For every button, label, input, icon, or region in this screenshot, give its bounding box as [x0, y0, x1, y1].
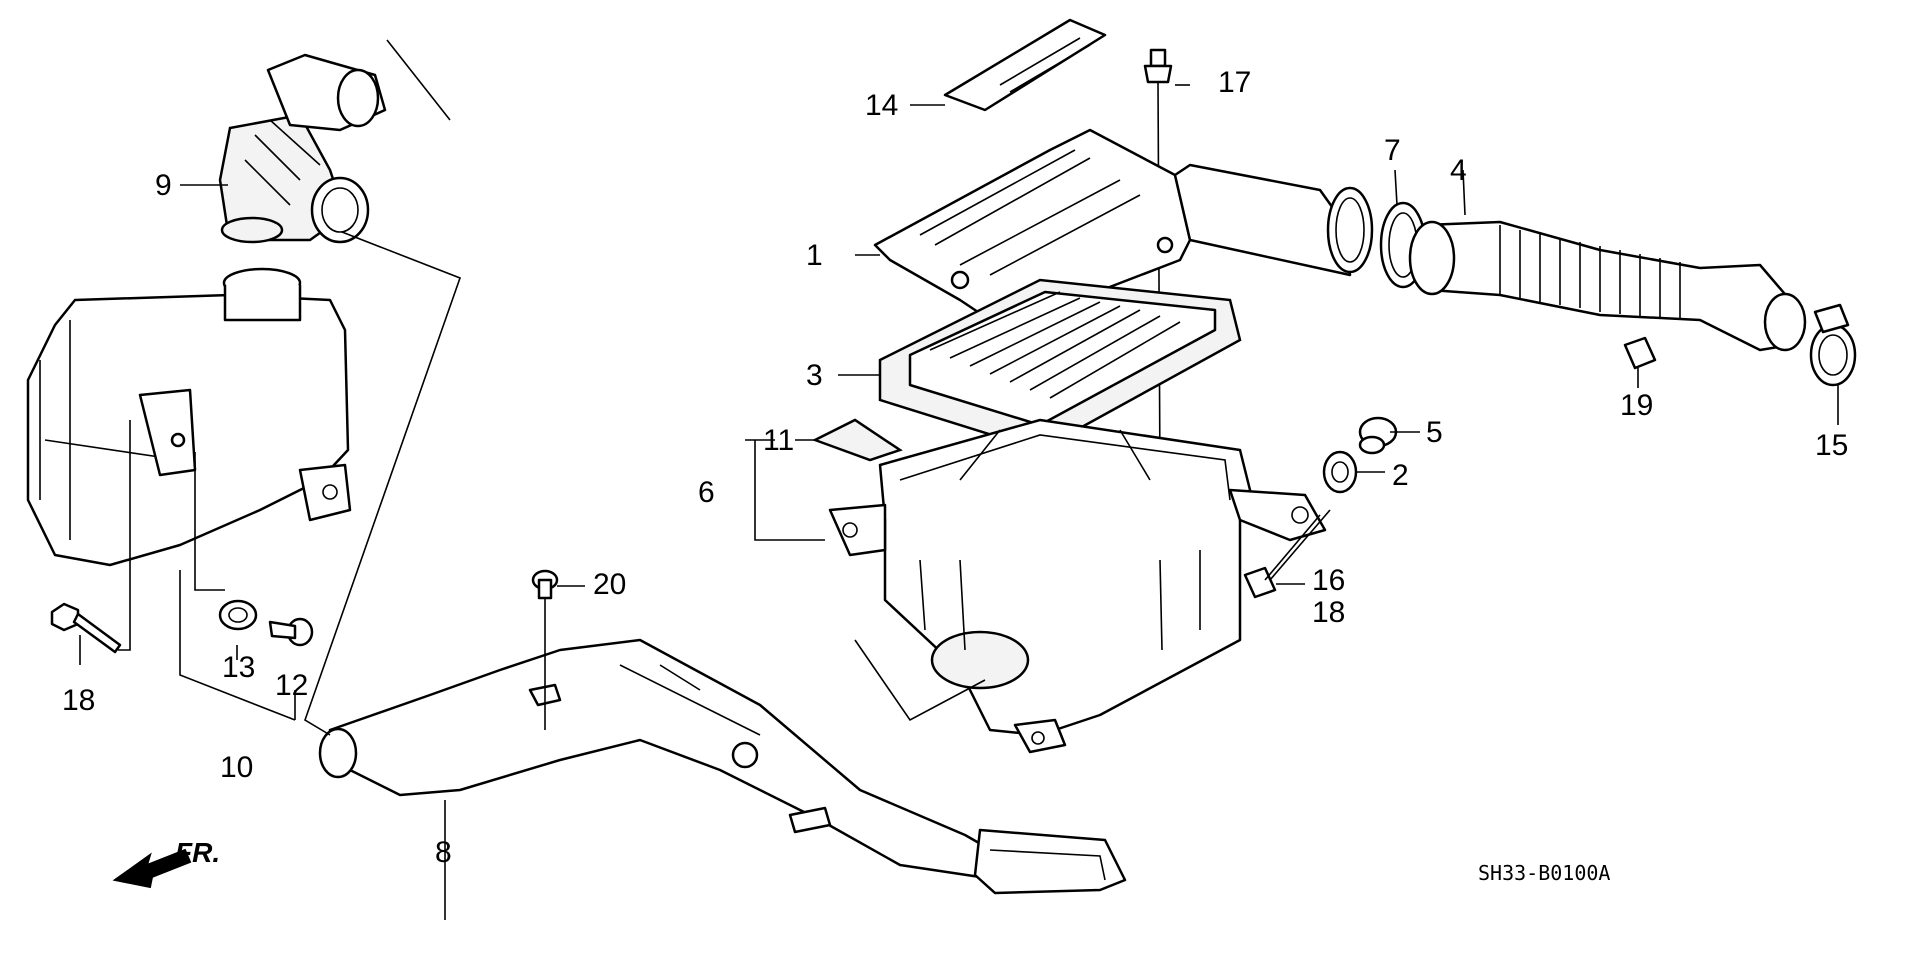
part-19-clamp[interactable]	[1623, 336, 1657, 370]
callout-7: 7	[1384, 134, 1401, 167]
part-15-hose-clamp[interactable]	[1809, 303, 1857, 387]
part-20-bolt[interactable]	[531, 569, 559, 730]
leader-lines	[79, 39, 1839, 920]
part-9-intake-elbow[interactable]	[218, 53, 387, 244]
part-16-bolt[interactable]	[1243, 514, 1321, 599]
callout-10: 10	[220, 751, 253, 784]
callout-18-left: 18	[62, 684, 95, 717]
callout-18-right: 18	[1312, 596, 1345, 629]
callout-6: 6	[698, 476, 715, 509]
callout-5: 5	[1426, 416, 1443, 449]
part-13-grommet[interactable]	[218, 599, 258, 631]
callout-1: 1	[806, 239, 823, 272]
callout-4: 4	[1450, 154, 1467, 187]
part-11-seal[interactable]	[811, 418, 903, 462]
front-direction-arrow: FR.	[112, 837, 220, 889]
part-17-bolt[interactable]	[1143, 48, 1173, 481]
arrow-left-icon	[112, 848, 192, 889]
drawing-code: SH33-B0100A	[1478, 861, 1610, 885]
part-12-bolt[interactable]	[268, 617, 314, 647]
part-18-bolt-left[interactable]	[50, 602, 122, 654]
callout-labels: 1 2 3 4 5 6 7 8 9 10 11 12 13 14 15 16 1…	[62, 66, 1848, 869]
callout-12: 12	[275, 669, 308, 702]
callout-16: 16	[1312, 564, 1345, 597]
callout-14: 14	[865, 89, 898, 122]
callout-2: 2	[1392, 459, 1409, 492]
part-6-cleaner-case[interactable]	[828, 418, 1327, 754]
part-10-resonator[interactable]	[26, 267, 352, 567]
callout-3: 3	[806, 359, 823, 392]
callout-17: 17	[1218, 66, 1251, 99]
direction-label: FR.	[175, 837, 220, 868]
callout-20: 20	[593, 568, 626, 601]
part-14-label[interactable]	[943, 18, 1107, 112]
callout-15: 15	[1815, 429, 1848, 462]
part-1-cleaner-cover[interactable]	[873, 128, 1374, 322]
part-3-filter-element[interactable]	[878, 278, 1242, 452]
callout-19: 19	[1620, 389, 1653, 422]
part-5-grommet[interactable]	[1358, 416, 1398, 455]
callout-9: 9	[155, 169, 172, 202]
callout-8: 8	[435, 836, 452, 869]
callout-13: 13	[222, 651, 255, 684]
part-4-flex-tube[interactable]	[1408, 220, 1807, 352]
callout-11: 11	[763, 424, 794, 457]
part-2-grommet[interactable]	[1322, 450, 1358, 494]
